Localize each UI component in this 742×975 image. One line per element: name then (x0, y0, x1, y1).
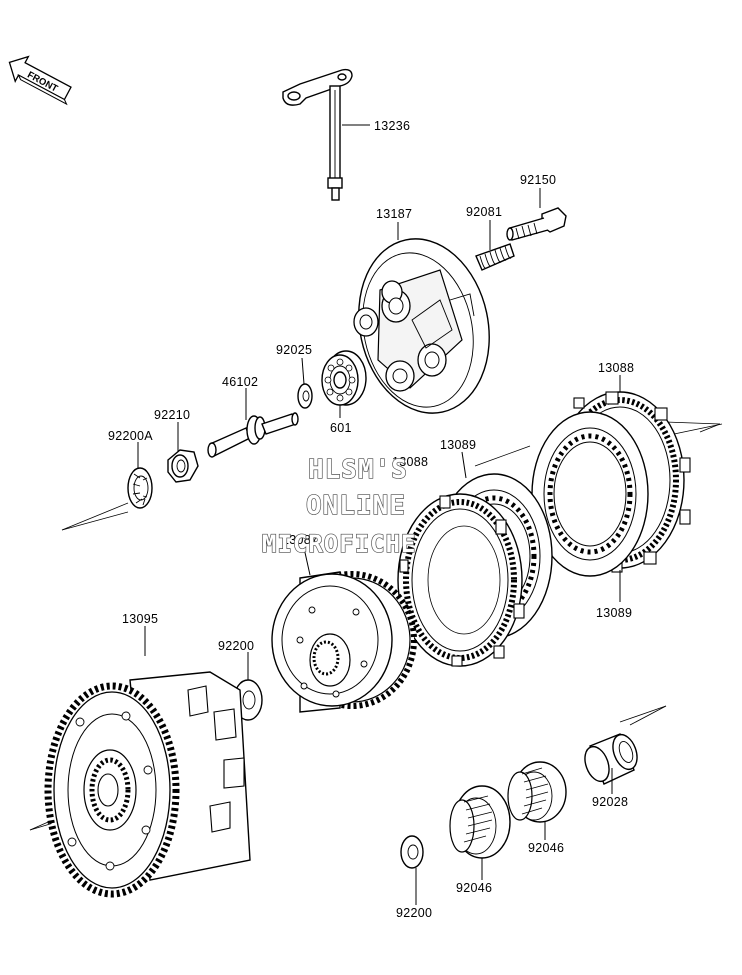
label-46102: 46102 (222, 375, 258, 389)
spring-92081 (475, 243, 515, 271)
nut-92210 (167, 449, 199, 483)
watermark: HLSM'S ONLINE MICROFICHE (261, 454, 417, 558)
label-13089-b: 13089 (596, 606, 632, 620)
label-92046-b: 92046 (456, 881, 492, 895)
pressure-plate-13187 (353, 238, 490, 414)
washer-92025 (297, 383, 313, 409)
needle-bearing-92046-a (507, 761, 567, 823)
label-92200A: 92200A (108, 429, 153, 443)
label-13095: 13095 (122, 612, 158, 626)
watermark-line-1: HLSM'S (308, 455, 408, 485)
steel-plate-13089-b (531, 411, 649, 577)
bolt-92150 (506, 207, 567, 241)
label-92028: 92028 (592, 795, 628, 809)
label-92210: 92210 (154, 408, 190, 422)
watermark-line-2: ONLINE (306, 491, 406, 521)
leader-lines (137, 124, 621, 905)
lock-washer-92200A (127, 467, 153, 509)
needle-bearing-92046-b (449, 785, 511, 859)
front-arrow-icon: FRONT (8, 55, 72, 106)
label-92200: 92200 (218, 639, 254, 653)
label-92046-a: 92046 (528, 841, 564, 855)
label-13236: 13236 (374, 119, 410, 133)
label-13088: 13088 (598, 361, 634, 375)
label-92081: 92081 (466, 205, 502, 219)
collar-92028 (584, 733, 638, 785)
shaft-lever-13236 (282, 68, 353, 201)
label-92025: 92025 (276, 343, 312, 357)
washer-92200-b (400, 835, 424, 869)
watermark-line-3: MICROFICHE (262, 530, 417, 558)
push-rod-46102 (207, 412, 299, 458)
label-13087: 13087 (282, 533, 318, 547)
clutch-hub-13087 (271, 571, 417, 713)
ball-bearing-601 (321, 350, 367, 406)
label-92150: 92150 (520, 173, 556, 187)
part-labels: 13236 92150 92081 13187 92025 46102 601 … (108, 119, 634, 920)
label-601: 601 (330, 421, 352, 435)
clutch-housing-13095 (44, 671, 251, 898)
friction-plate-13088-b (397, 493, 525, 667)
label-13089-a: 13089 (440, 438, 476, 452)
label-13088-b: 13088 (392, 455, 428, 469)
label-13187: 13187 (376, 207, 412, 221)
label-92200-b: 92200 (396, 906, 432, 920)
